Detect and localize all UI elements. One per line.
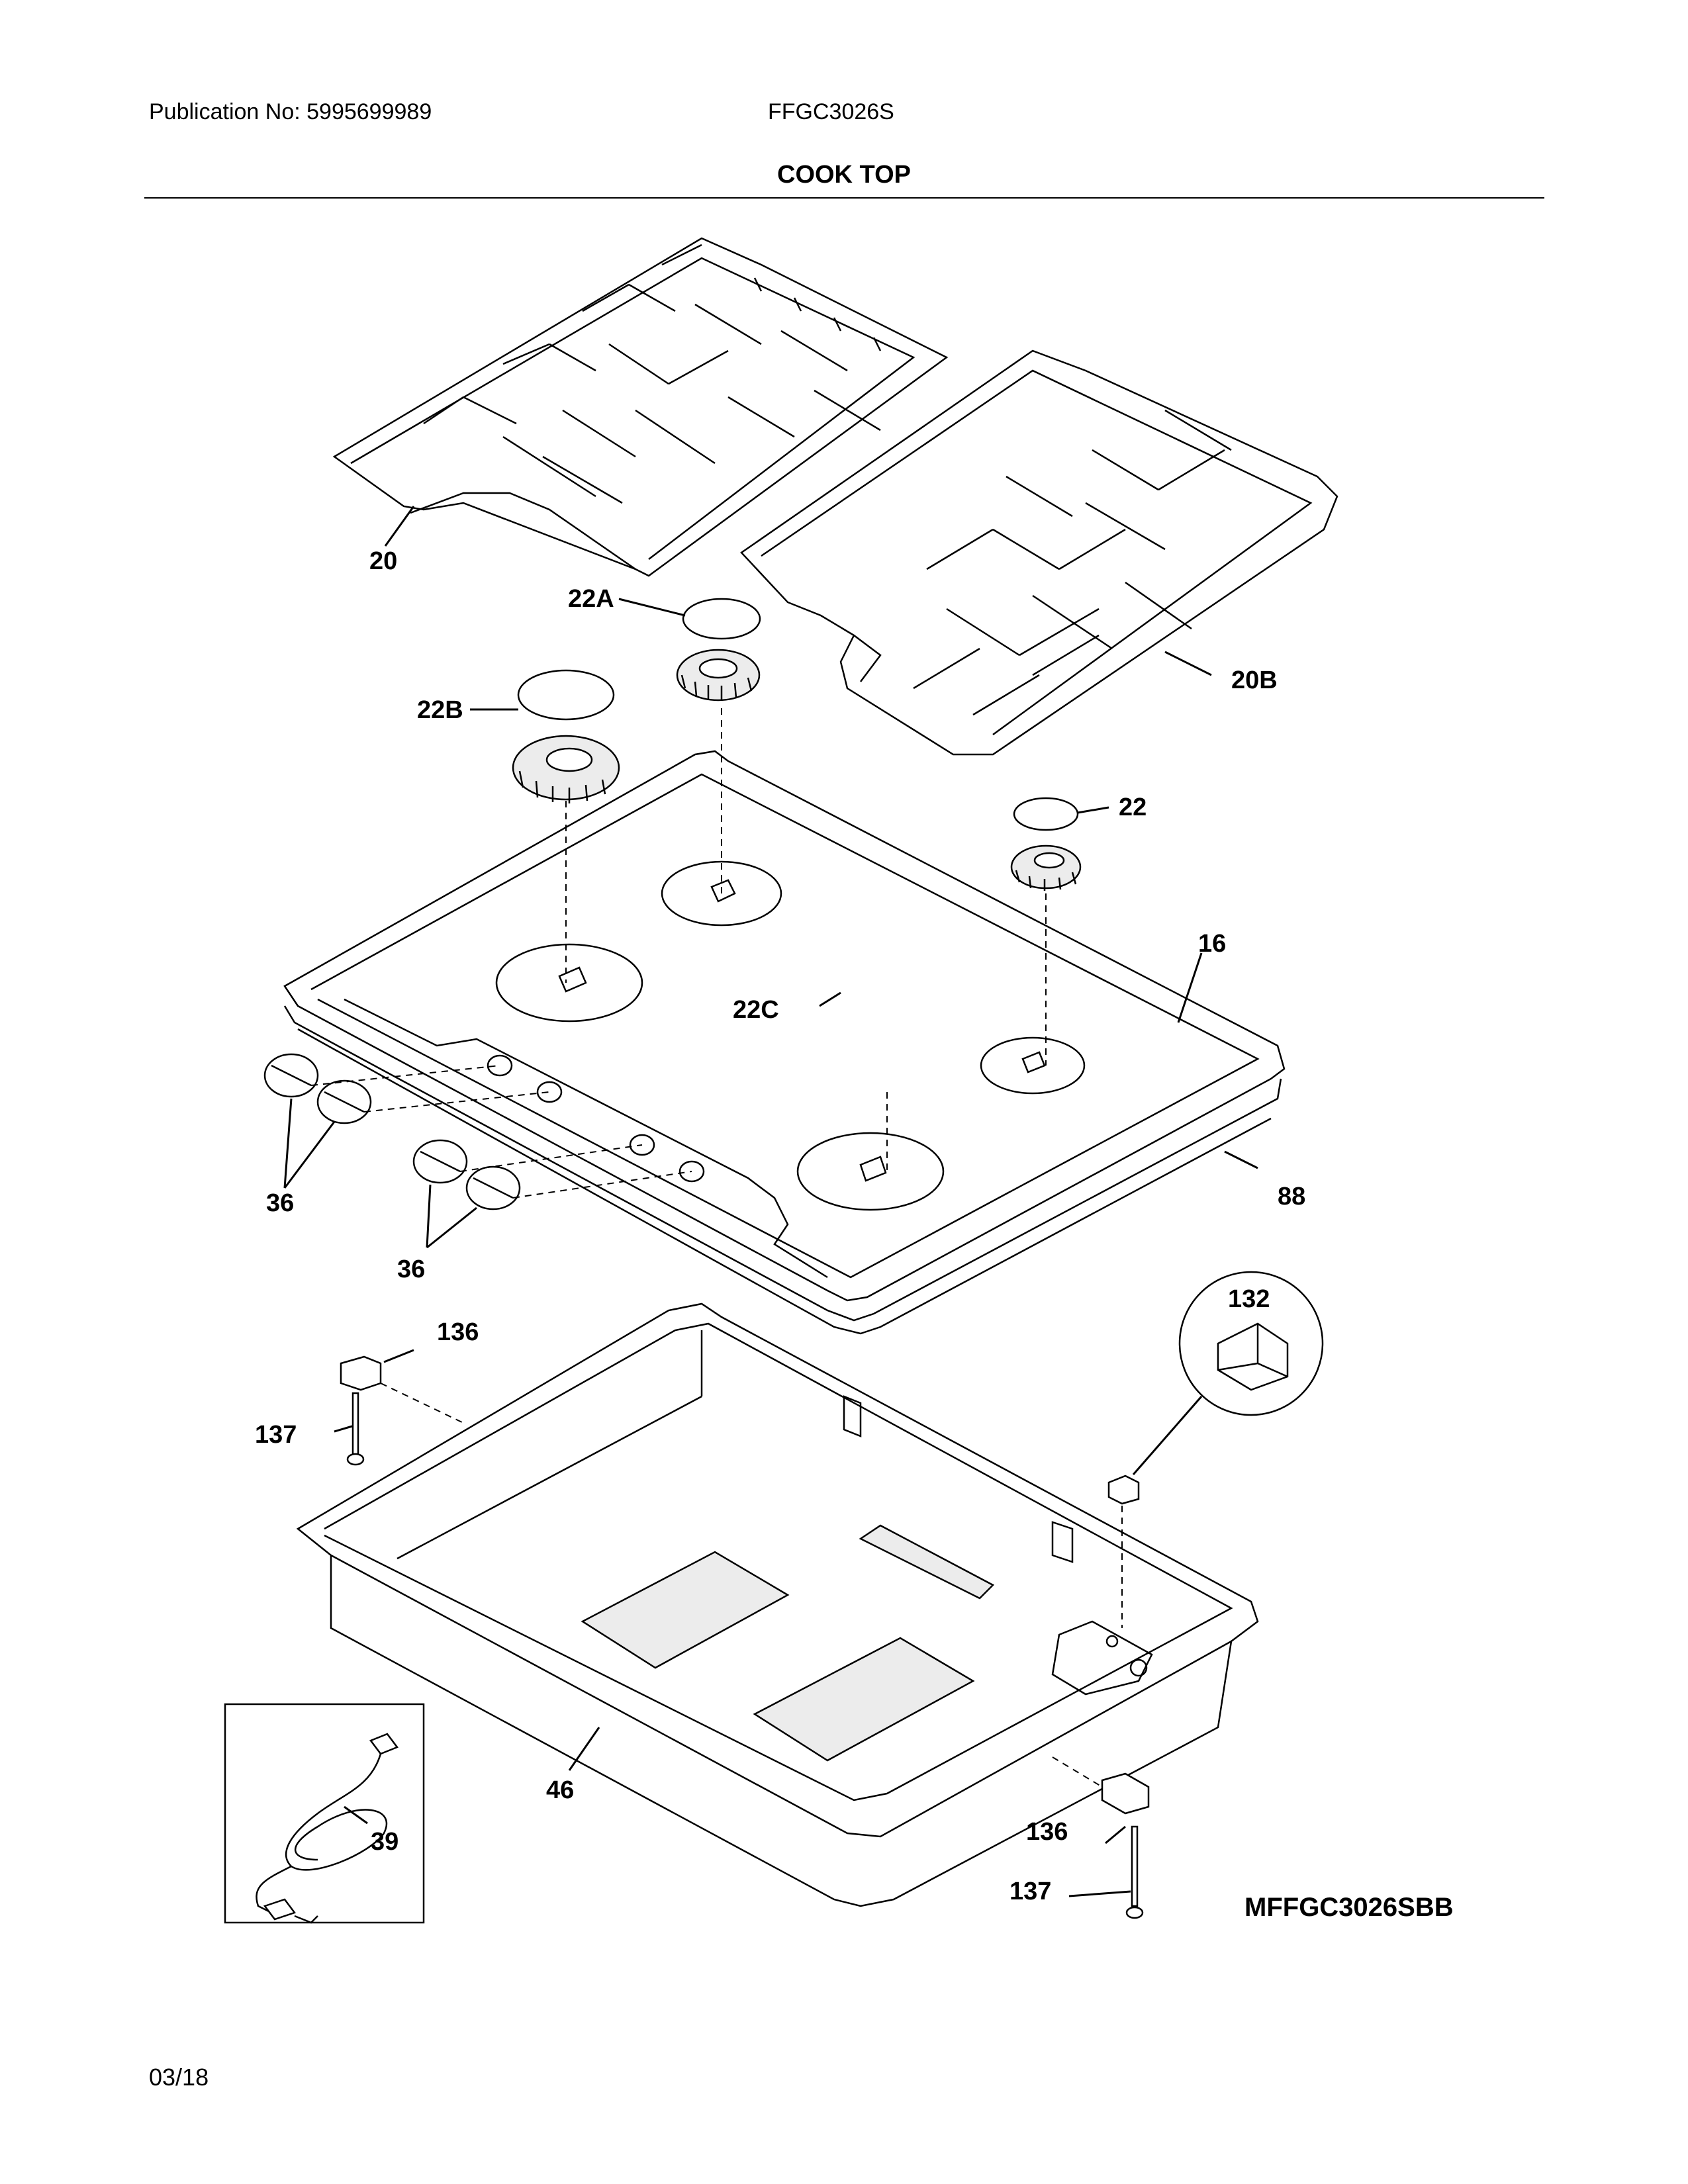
callout-22c: 22C xyxy=(733,996,779,1024)
cooktop-16 xyxy=(283,750,1286,1302)
callout-20: 20 xyxy=(369,547,397,575)
burner-cap-22b xyxy=(517,669,615,721)
section-title: COOK TOP xyxy=(777,161,911,189)
model-number: FFGC3026S xyxy=(768,99,894,124)
leader-lines xyxy=(283,506,1258,1897)
gasket-88 xyxy=(283,1005,1282,1335)
bracket-136-right xyxy=(1052,1756,1150,1815)
burner-box-46 xyxy=(296,1302,1259,1907)
burner-head-22b xyxy=(512,735,620,803)
callout-136-left: 136 xyxy=(437,1318,479,1346)
callout-46: 46 xyxy=(546,1776,574,1804)
grate-right xyxy=(740,349,1338,756)
screw-137-right xyxy=(1125,1825,1144,1919)
screw-137-left xyxy=(346,1392,365,1466)
grate-left xyxy=(332,237,949,577)
callout-39: 39 xyxy=(371,1828,399,1856)
part-132-detail xyxy=(1107,1271,1324,1628)
control-knobs-36 xyxy=(263,1053,692,1210)
callout-36-lower: 36 xyxy=(397,1255,425,1283)
callout-22: 22 xyxy=(1119,794,1147,821)
revision-date: 03/18 xyxy=(149,2064,209,2091)
burner-head-22a xyxy=(676,649,761,702)
header-divider xyxy=(144,197,1544,199)
callout-88: 88 xyxy=(1278,1183,1305,1210)
callout-22b: 22B xyxy=(417,696,463,724)
callout-137-left: 137 xyxy=(255,1421,297,1449)
callout-36-upper: 36 xyxy=(266,1189,294,1217)
alignment-lines xyxy=(565,708,1047,1171)
callout-22a: 22A xyxy=(568,585,614,613)
callout-20b: 20B xyxy=(1231,666,1278,694)
burner-cap-22 xyxy=(1013,797,1079,831)
power-cord-inset xyxy=(224,1703,425,1924)
bracket-136-left xyxy=(340,1355,464,1424)
burner-head-22 xyxy=(1010,844,1082,891)
diagram-code: MFFGC3026SBB xyxy=(1244,1893,1454,1922)
publication-number: Publication No: 5995699989 xyxy=(149,99,432,124)
callout-16: 16 xyxy=(1198,930,1226,958)
callout-137-right: 137 xyxy=(1009,1878,1051,1905)
callout-132: 132 xyxy=(1228,1285,1270,1313)
burner-cap-22a xyxy=(682,598,761,640)
callout-136-right: 136 xyxy=(1026,1818,1068,1846)
